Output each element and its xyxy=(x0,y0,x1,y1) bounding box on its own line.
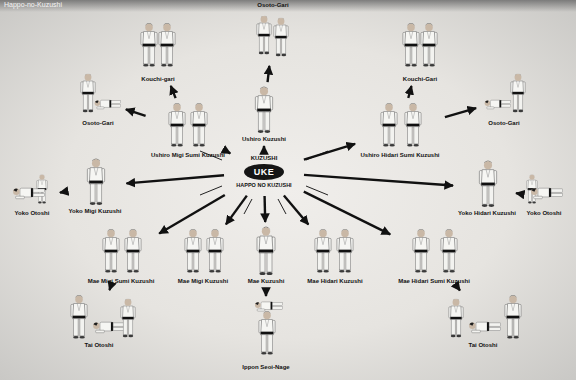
direction-arrow xyxy=(263,196,266,222)
figure-panel: Osoto-Gari xyxy=(72,72,124,128)
direction-arrow xyxy=(108,288,111,290)
direction-arrow xyxy=(126,175,224,183)
technique-caption: Kouchi-Gari xyxy=(403,76,437,83)
figure-panel: Ushiro Migi Sumi Kuzushi xyxy=(148,100,229,160)
technique-caption: Ushiro Kuzushi xyxy=(242,136,286,143)
technique-caption: Osoto-Gari xyxy=(82,120,113,127)
figure-panel: Mae Hidari Kuzushi xyxy=(300,226,370,286)
direction-arrow xyxy=(126,109,146,116)
technique-caption: Osoto-Gari xyxy=(257,2,288,9)
direction-arrow xyxy=(60,191,64,194)
direction-arrow xyxy=(445,108,476,117)
hub-heading: HAPPO NO KUZUSHI xyxy=(236,182,291,188)
figure-panel: Osoto-Gari xyxy=(478,72,530,128)
direction-arrow xyxy=(159,195,225,234)
technique-caption: Mae Hidari Sumi Kuzushi xyxy=(398,278,470,285)
technique-caption: Mae Kuzushi xyxy=(248,278,285,285)
direction-arrow xyxy=(458,288,460,291)
direction-arrow xyxy=(268,66,270,82)
technique-caption: Tai Otoshi xyxy=(469,342,498,349)
direction-arrow xyxy=(226,196,247,225)
figure-panel: Mae Kuzushi xyxy=(238,224,294,286)
figure-panel: Osoto-Gari xyxy=(250,2,296,64)
figure-panel: Kouchi-gari xyxy=(130,22,186,84)
figure-panel: Ushiro Hidari Sumi Kuzushi xyxy=(357,100,443,160)
technique-caption: Yoko Otoshi xyxy=(527,210,562,217)
direction-arrow xyxy=(284,196,308,225)
direction-arrow xyxy=(224,150,230,153)
technique-caption: Ushiro Migi Sumi Kuzushi xyxy=(151,152,225,159)
figure-panel: Mae Migi Sumi Kuzushi xyxy=(85,226,158,286)
technique-caption: Kouchi-gari xyxy=(141,76,174,83)
technique-caption: Ippon Seoi-Nage xyxy=(242,364,289,371)
technique-caption: Ushiro Hidari Sumi Kuzushi xyxy=(360,152,439,159)
hub-heading: KUZUSHI xyxy=(251,155,278,162)
technique-caption: Osoto-Gari xyxy=(488,120,519,127)
figure-panel: Yoko Otoshi xyxy=(6,178,58,218)
figure-panel: Yoko Otoshi xyxy=(518,178,570,218)
technique-caption: Yoko Hidari Kuzushi xyxy=(458,210,516,217)
figure-panel: Mae Hidari Sumi Kuzushi xyxy=(392,226,476,286)
direction-arrow xyxy=(516,192,521,195)
figure-panel: Kouchi-Gari xyxy=(392,22,448,84)
figure-panel: Ippon Seoi-Nage xyxy=(236,298,296,372)
figure-panel: Tai Otoshi xyxy=(56,292,142,350)
figure-panel: Yoko Hidari Kuzushi xyxy=(455,158,519,218)
technique-caption: Yoko Migi Kuzushi xyxy=(69,208,122,215)
hub-node: KUZUSHI UKE HAPPO NO KUZUSHI xyxy=(226,150,302,194)
technique-caption: Mae Hidari Kuzushi xyxy=(307,278,362,285)
direction-arrow xyxy=(304,192,390,235)
figure-panel: Mae Migi Kuzushi xyxy=(172,226,234,286)
direction-arrow xyxy=(263,146,265,148)
direction-arrow xyxy=(304,175,453,186)
direction-arrow xyxy=(408,86,411,98)
direction-arrow xyxy=(171,86,176,98)
technique-caption: Mae Migi Sumi Kuzushi xyxy=(88,278,155,285)
technique-caption: Yoko Otoshi xyxy=(15,210,50,217)
figure-panel: Ushiro Kuzushi xyxy=(236,84,292,144)
video-title: Happo-no-Kuzushi xyxy=(4,1,62,8)
direction-arrow xyxy=(265,288,267,296)
figure-panel: Yoko Migi Kuzushi xyxy=(66,156,125,216)
technique-caption: Tai Otoshi xyxy=(85,342,114,349)
technique-caption: Mae Migi Kuzushi xyxy=(178,278,228,285)
direction-arrow xyxy=(304,144,355,160)
figure-panel: Tai Otoshi xyxy=(440,292,526,350)
uke-oval: UKE xyxy=(244,164,285,180)
